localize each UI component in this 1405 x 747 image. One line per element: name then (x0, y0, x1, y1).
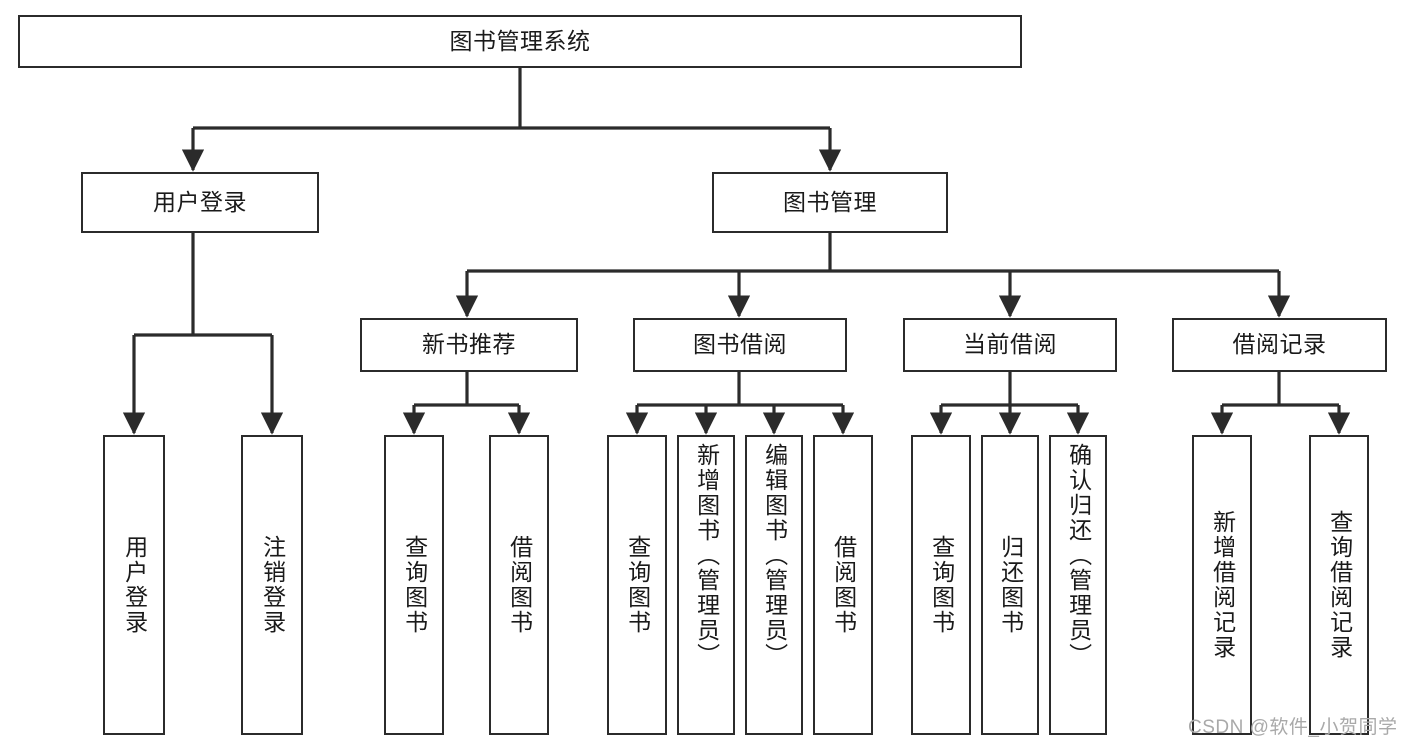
node-leaf-add-book-admin[interactable]: 新增图书（管理员） (677, 435, 735, 735)
node-leaf-return-book[interactable]: 归还图书 (981, 435, 1039, 735)
node-leaf-user-login[interactable]: 用户登录 (103, 435, 165, 735)
node-leaf-add-borrow-record[interactable]: 新增借阅记录 (1192, 435, 1252, 735)
node-leaf-user-logout[interactable]: 注销登录 (241, 435, 303, 735)
node-leaf-borrow-book-borrow[interactable]: 借阅图书 (813, 435, 873, 735)
node-borrow-record[interactable]: 借阅记录 (1172, 318, 1387, 372)
node-leaf-query-borrow-record[interactable]: 查询借阅记录 (1309, 435, 1369, 735)
node-leaf-borrow-book-recommend[interactable]: 借阅图书 (489, 435, 549, 735)
node-current-borrow[interactable]: 当前借阅 (903, 318, 1117, 372)
node-leaf-query-book-current[interactable]: 查询图书 (911, 435, 971, 735)
node-user-login[interactable]: 用户登录 (81, 172, 319, 233)
node-leaf-edit-book-admin[interactable]: 编辑图书（管理员） (745, 435, 803, 735)
node-new-book-recommend[interactable]: 新书推荐 (360, 318, 578, 372)
node-leaf-query-book-borrow[interactable]: 查询图书 (607, 435, 667, 735)
node-book-management[interactable]: 图书管理 (712, 172, 948, 233)
csdn-watermark: CSDN @软件_小贺同学 (1188, 717, 1398, 738)
node-book-borrow[interactable]: 图书借阅 (633, 318, 847, 372)
node-leaf-confirm-return-admin[interactable]: 确认归还（管理员） (1049, 435, 1107, 735)
node-root-book-management-system[interactable]: 图书管理系统 (18, 15, 1022, 68)
node-leaf-query-book-recommend[interactable]: 查询图书 (384, 435, 444, 735)
